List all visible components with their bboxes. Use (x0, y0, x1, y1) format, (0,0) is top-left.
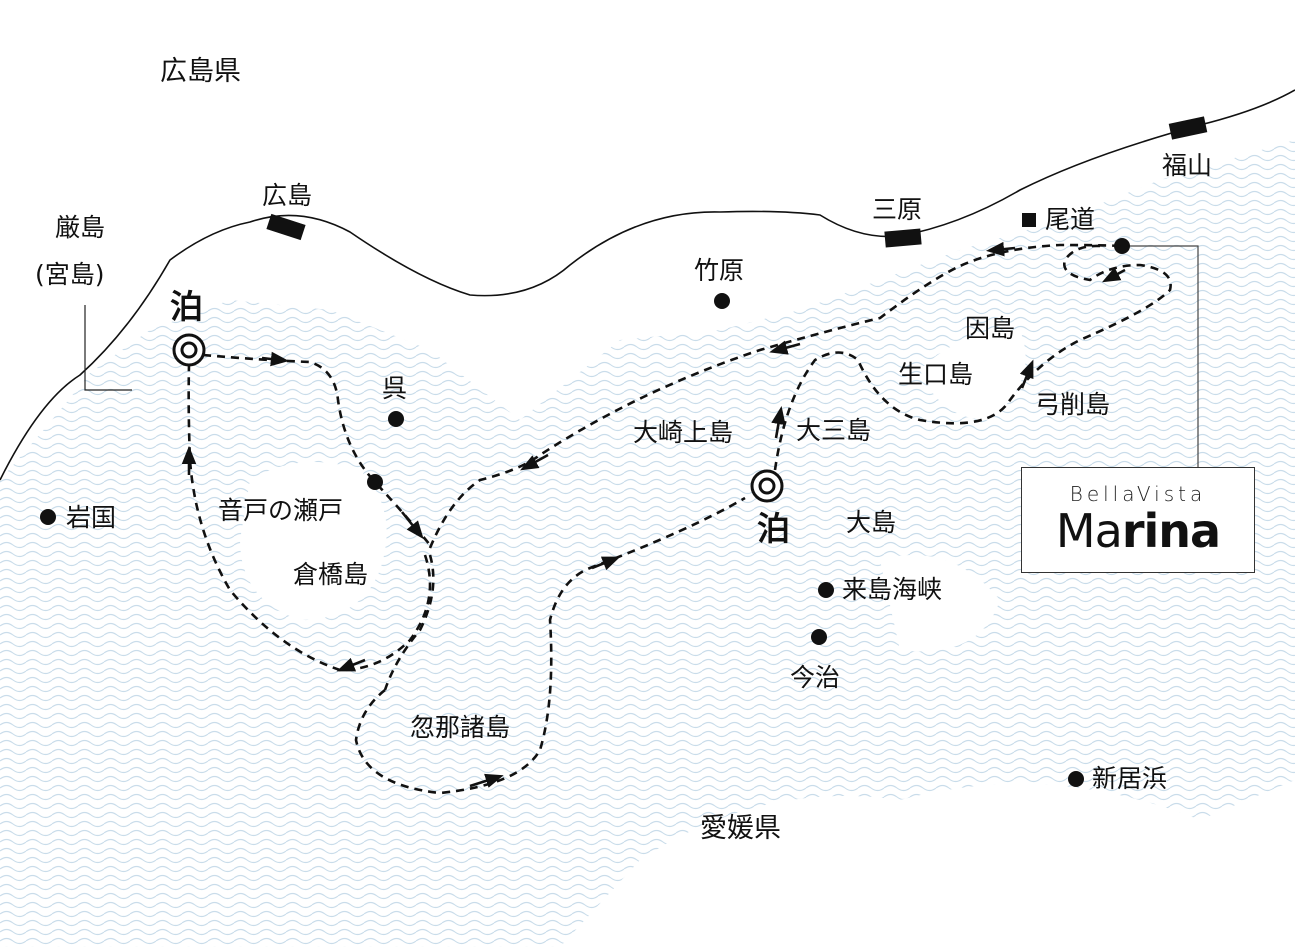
label-kutsuna: 忽那諸島 (410, 713, 511, 742)
niihama-dot-icon (1068, 771, 1084, 787)
marina-dot-icon (1114, 238, 1130, 254)
label-oshima: 大島 (846, 508, 897, 537)
route-west-arrows (181, 351, 424, 672)
kurushima-dot-icon (818, 582, 834, 598)
label-ehime-pref: 愛媛県 (700, 813, 781, 844)
label-innoshima: 因島 (965, 314, 1016, 343)
label-omishima: 大三島 (796, 416, 872, 445)
hiroshima-station-icon (266, 213, 306, 241)
label-iwakuni: 岩国 (66, 503, 117, 532)
takehara-dot-icon (714, 293, 730, 309)
marina-logo-box: BellaVista Marina (1021, 467, 1255, 573)
brand-tagline: BellaVista (1069, 482, 1207, 506)
fukuyama-station-icon (1168, 116, 1208, 140)
label-overnight-west: 泊 (170, 287, 203, 326)
label-ondo-no-seto: 音戸の瀬戸 (218, 496, 344, 525)
route-south (354, 243, 1172, 795)
label-miyajima: (宮島) (35, 260, 105, 289)
imabari-dot-icon (811, 629, 827, 645)
route-south-arrows (469, 241, 1126, 788)
brand-name-light: Ma (1055, 504, 1123, 558)
onomichi-square-icon (1022, 213, 1036, 227)
label-onomichi: 尾道 (1045, 205, 1096, 234)
label-imabari: 今治 (790, 663, 841, 692)
label-mihara-station: 三原 (872, 195, 923, 224)
label-kure: 呉 (382, 374, 408, 403)
label-yugeshima: 弓削島 (1035, 390, 1111, 419)
label-itsukushima: 厳島 (55, 213, 106, 242)
label-takehara: 竹原 (694, 256, 745, 285)
label-hiroshima-pref: 広島県 (160, 56, 241, 87)
brand-name: Marina (1022, 504, 1254, 558)
label-ikuchijima: 生口島 (898, 360, 974, 389)
label-niihama: 新居浜 (1092, 764, 1168, 793)
brand-name-bold: rina (1121, 504, 1221, 558)
overnight-west-icon (172, 333, 206, 367)
label-hiroshima-station: 広島 (262, 181, 313, 210)
mihara-station-icon (884, 228, 922, 248)
iwakuni-dot-icon (40, 509, 56, 525)
label-overnight-center: 泊 (757, 509, 790, 548)
label-kurushima: 来島海峡 (842, 575, 943, 604)
coastline (0, 89, 1295, 481)
label-fukuyama-station: 福山 (1162, 151, 1213, 180)
label-osakikamijima: 大崎上島 (633, 418, 734, 447)
kure-dot-icon (388, 411, 404, 427)
itsukushima-leader (84, 305, 132, 391)
marina-leader (1122, 245, 1199, 467)
label-kurahashi: 倉橋島 (293, 560, 369, 589)
overnight-center-icon (750, 469, 784, 503)
